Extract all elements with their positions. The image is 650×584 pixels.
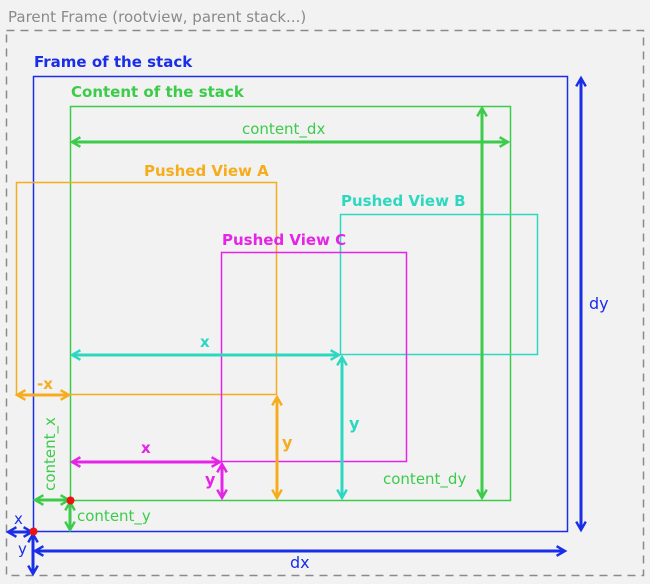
frame-of-stack-label: Frame of the stack bbox=[34, 53, 193, 71]
view-b-y-label: y bbox=[349, 414, 360, 433]
pushed-view-c-label: Pushed View C bbox=[222, 231, 347, 249]
pushed-view-b-label: Pushed View B bbox=[341, 192, 466, 210]
pushed-view-a-label: Pushed View A bbox=[144, 162, 269, 180]
view-c-x-label: x bbox=[141, 439, 151, 457]
parent-frame-label: Parent Frame (rootview, parent stack...) bbox=[8, 8, 307, 26]
frame-dx-label: dx bbox=[290, 553, 310, 572]
frame-dy-label: dy bbox=[589, 294, 609, 313]
view-a-y-label: y bbox=[282, 433, 293, 452]
view-a-x-label: -x bbox=[37, 375, 53, 393]
view-b-x-label: x bbox=[200, 333, 210, 351]
pushed-view-c-box bbox=[220, 251, 408, 463]
pushed-view-b-box bbox=[339, 213, 539, 356]
content-of-stack-label: Content of the stack bbox=[71, 83, 244, 101]
parent-frame-box bbox=[5, 29, 645, 577]
view-c-y-label: y bbox=[205, 470, 216, 489]
stack-content-box bbox=[69, 105, 512, 502]
content-origin-dot bbox=[66, 496, 75, 505]
content-dx-label: content_dx bbox=[242, 120, 326, 138]
content-y-label: content_y bbox=[77, 507, 151, 525]
frame-origin-dot bbox=[29, 527, 38, 536]
frame-x-label: x bbox=[14, 510, 23, 528]
content-x-label: content_x bbox=[41, 417, 59, 491]
pushed-view-a-box bbox=[15, 181, 278, 396]
frame-y-label: y bbox=[18, 540, 27, 558]
stack-frame-box bbox=[32, 75, 569, 533]
content-dy-label: content_dy bbox=[383, 470, 467, 488]
